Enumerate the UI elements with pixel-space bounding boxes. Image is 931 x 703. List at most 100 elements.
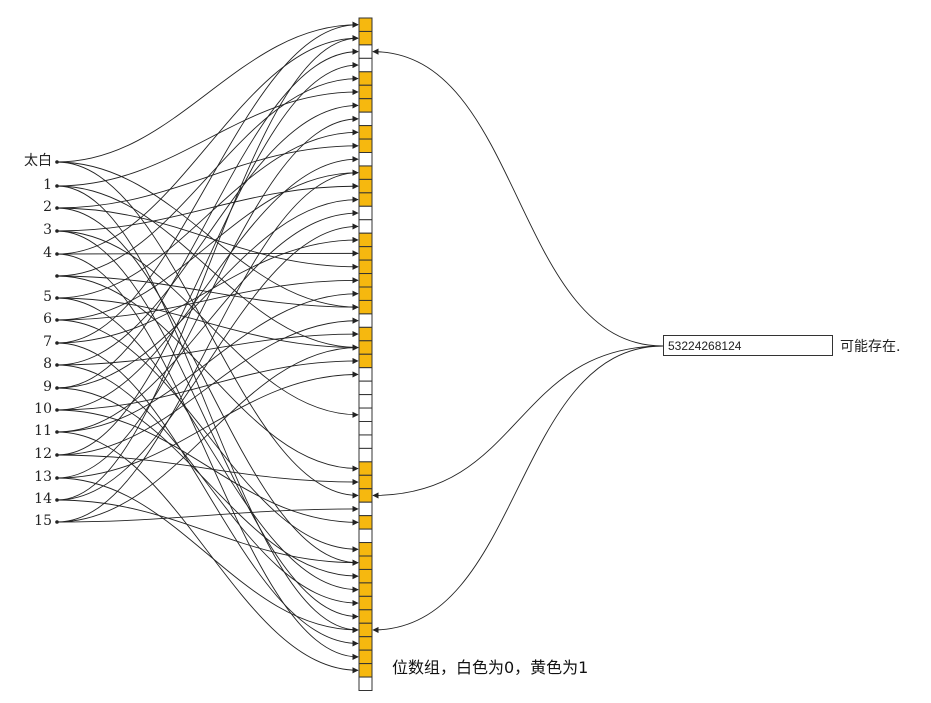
- hash-edge: [56, 196, 359, 389]
- bit-cell: [358, 232, 373, 248]
- bit-cell: [358, 71, 373, 86]
- bit-cell: [358, 192, 373, 207]
- input-label: 13: [34, 469, 52, 485]
- bit-cell: [358, 663, 373, 678]
- bit-array-caption: 位数组，白色为0，黄色为1: [392, 658, 589, 677]
- bit-array: [358, 17, 373, 691]
- hash-edge: [56, 330, 359, 366]
- input-label: 太白: [24, 153, 52, 169]
- bit-cell: [358, 138, 373, 154]
- hash-edge: [56, 431, 359, 674]
- hash-edge: [56, 48, 359, 389]
- query-edges: [372, 48, 664, 634]
- input-label: 12: [34, 446, 52, 462]
- bit-cell: [358, 394, 373, 409]
- hash-edge: [56, 209, 359, 433]
- hash-edge: [56, 344, 359, 523]
- hash-edge: [56, 477, 359, 634]
- hash-edge: [56, 169, 359, 523]
- bit-cell: [358, 595, 373, 611]
- bit-cell: [358, 273, 373, 288]
- hash-edge: [56, 115, 359, 479]
- input-dot: [55, 408, 59, 412]
- input-dot: [55, 160, 59, 164]
- input-dot: [55, 229, 59, 233]
- bit-cell: [358, 17, 373, 32]
- hash-edge: [56, 61, 359, 456]
- input-dot: [55, 363, 59, 367]
- hash-edge: [56, 277, 359, 321]
- bit-cell: [358, 246, 373, 261]
- input-dot: [55, 498, 59, 502]
- bit-cell: [358, 461, 373, 476]
- hash-edge: [56, 169, 359, 321]
- bit-cell: [358, 515, 373, 530]
- hash-edge: [56, 88, 359, 187]
- input-label: 14: [34, 491, 52, 507]
- hash-edge: [56, 364, 359, 607]
- bit-cell: [358, 178, 373, 194]
- input-label: 3: [43, 222, 52, 238]
- bit-cell: [358, 622, 373, 638]
- bit-cell: [358, 111, 373, 127]
- hash-edge: [56, 102, 359, 366]
- hash-edge: [56, 499, 359, 566]
- hash-edge: [56, 357, 359, 411]
- input-dot: [55, 274, 59, 278]
- query-edge: [372, 48, 664, 347]
- bit-cell: [358, 313, 373, 328]
- input-label: 7: [43, 334, 52, 350]
- bit-cell: [358, 488, 373, 503]
- hash-edge: [56, 236, 359, 344]
- bit-cell: [358, 555, 373, 570]
- bit-cell: [358, 434, 373, 449]
- bit-cell: [358, 98, 373, 113]
- bit-cell: [358, 57, 373, 73]
- query-result-text: 可能存在.: [840, 339, 901, 355]
- bit-cell: [358, 568, 373, 584]
- input-label: 11: [34, 423, 52, 439]
- input-dot: [55, 184, 59, 188]
- input-dot: [55, 252, 59, 256]
- hash-edge: [56, 21, 359, 344]
- bit-cell: [358, 609, 373, 624]
- hash-edge: [56, 182, 359, 232]
- bit-cell: [358, 649, 373, 665]
- input-dot: [55, 476, 59, 480]
- input-label: 8: [43, 356, 52, 372]
- hash-edge: [56, 253, 359, 661]
- hash-edge: [56, 275, 359, 472]
- input-dot: [55, 318, 59, 322]
- input-dot: [55, 386, 59, 390]
- bit-cell: [358, 582, 373, 597]
- input-label: 9: [43, 379, 52, 395]
- bit-cell: [358, 367, 373, 382]
- hash-edge: [56, 156, 359, 411]
- bit-cell: [358, 542, 373, 557]
- input-dot: [55, 206, 59, 210]
- bit-cell: [358, 286, 373, 301]
- hash-edge: [56, 342, 359, 647]
- bit-cell: [358, 676, 373, 691]
- hash-edge: [56, 317, 359, 456]
- bit-cell: [358, 299, 373, 315]
- hash-edge: [56, 223, 359, 501]
- input-label: 4: [43, 245, 52, 261]
- bit-cell: [358, 636, 373, 651]
- bit-cell: [358, 165, 373, 180]
- hash-edge: [56, 35, 359, 255]
- bit-cell: [358, 30, 373, 46]
- bit-cell: [358, 501, 373, 517]
- bit-cell: [358, 326, 373, 342]
- hash-edge: [56, 21, 359, 163]
- hash-edge: [56, 185, 359, 351]
- input-label: 15: [34, 513, 52, 529]
- input-label: 2: [43, 199, 52, 215]
- bit-cell: [358, 353, 373, 369]
- query-edge: [372, 345, 664, 634]
- bit-cell: [358, 219, 373, 234]
- input-dots: [55, 160, 59, 524]
- bit-cell: [358, 152, 373, 167]
